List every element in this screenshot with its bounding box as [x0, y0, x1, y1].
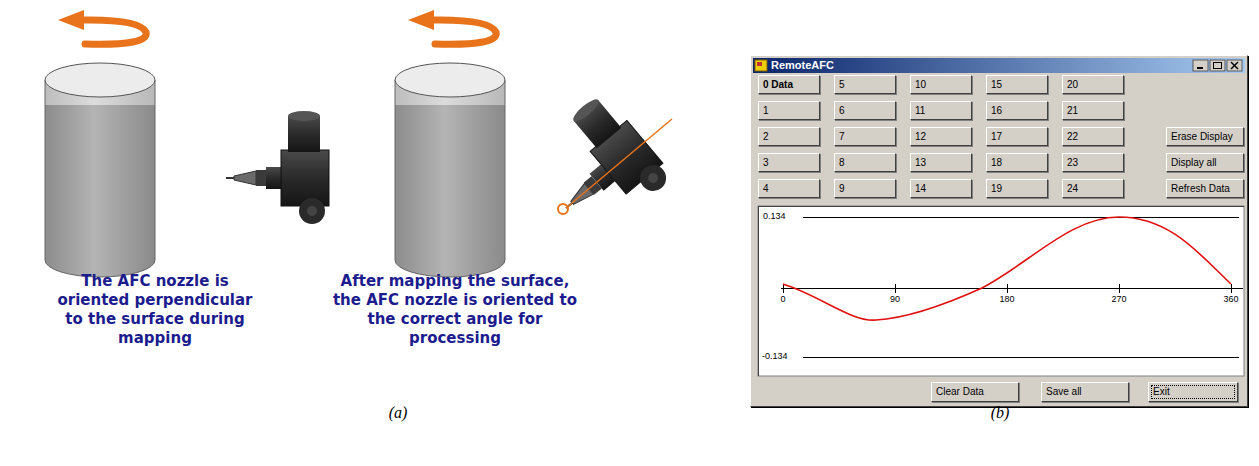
push-button: 23 [1062, 153, 1124, 172]
push-button: 9 [834, 179, 896, 198]
button-label: 17 [987, 131, 1002, 143]
push-button: 14 [910, 179, 972, 198]
button-label: 14 [911, 183, 926, 195]
button-label: 2 [759, 131, 769, 143]
push-button: 21 [1062, 101, 1124, 120]
push-button: 10 [910, 75, 972, 94]
push-button: 4 [758, 179, 820, 198]
push-button: 8 [834, 153, 896, 172]
figure-label: (b) [991, 404, 1010, 422]
push-button: 13 [910, 153, 972, 172]
button-label: Erase Display [1167, 131, 1233, 143]
button-label: Clear Data [932, 386, 984, 398]
push-button: Erase Display [1166, 127, 1244, 146]
app-window: RemoteAFC0 Data51015201611162127121722Er… [750, 55, 1248, 407]
button-label: 4 [759, 183, 769, 195]
push-button: 15 [986, 75, 1048, 94]
button-label: 20 [1063, 79, 1078, 91]
title-bar: RemoteAFC [753, 58, 1245, 73]
axis-tick: 180 [998, 294, 1015, 305]
button-label: 1 [759, 105, 769, 117]
button-label: 21 [1063, 105, 1078, 117]
push-button: 16 [986, 101, 1048, 120]
button-label: 13 [911, 157, 926, 169]
caption-text: After mapping the surface, the AFC nozzl… [330, 272, 580, 348]
push-button: 5 [834, 75, 896, 94]
button-label: 0 Data [759, 79, 793, 91]
axis-tick: 90 [889, 294, 901, 305]
button-label: 12 [911, 131, 926, 143]
button-label: 8 [835, 157, 845, 169]
button-label: 16 [987, 105, 1002, 117]
window-title: RemoteAFC [771, 59, 834, 72]
push-button: 12 [910, 127, 972, 146]
button-label: 10 [911, 79, 926, 91]
button-label: 18 [987, 157, 1002, 169]
push-button: 6 [834, 101, 896, 120]
push-button: Save all [1041, 382, 1129, 402]
push-button: 19 [986, 179, 1048, 198]
axis-tick: 360 [1222, 294, 1239, 305]
axis-tick: 0 [779, 294, 786, 305]
axis-value: -0.134 [761, 351, 789, 362]
axis-value: 0.134 [762, 211, 787, 222]
push-button: 1 [758, 101, 820, 120]
push-button: 0 Data [758, 75, 820, 94]
button-label: Refresh Data [1167, 183, 1230, 195]
button-label: 6 [835, 105, 845, 117]
push-button: 17 [986, 127, 1048, 146]
push-button: Exit [1148, 382, 1238, 402]
push-button: 7 [834, 127, 896, 146]
caption-text: The AFC nozzle is oriented perpendicular… [48, 272, 263, 348]
button-label: 7 [835, 131, 845, 143]
button-label: 5 [835, 79, 845, 91]
button-label: Display all [1167, 157, 1217, 169]
push-button: Display all [1166, 153, 1244, 172]
push-button: Refresh Data [1166, 179, 1244, 198]
push-button: 11 [910, 101, 972, 120]
button-label: Save all [1042, 386, 1082, 398]
push-button: 18 [986, 153, 1048, 172]
figure-label: (a) [389, 404, 408, 422]
push-button: Clear Data [931, 382, 1019, 402]
push-button: 20 [1062, 75, 1124, 94]
button-label: 9 [835, 183, 845, 195]
push-button: 2 [758, 127, 820, 146]
button-label: 22 [1063, 131, 1078, 143]
button-label: 23 [1063, 157, 1078, 169]
button-label: 15 [987, 79, 1002, 91]
button-label: 3 [759, 157, 769, 169]
push-button: 22 [1062, 127, 1124, 146]
button-label: 24 [1063, 183, 1078, 195]
axis-tick: 270 [1110, 294, 1127, 305]
push-button: 3 [758, 153, 820, 172]
button-label: 19 [987, 183, 1002, 195]
button-label: 11 [911, 105, 925, 117]
push-button: 24 [1062, 179, 1124, 198]
button-label: Exit [1149, 386, 1170, 398]
